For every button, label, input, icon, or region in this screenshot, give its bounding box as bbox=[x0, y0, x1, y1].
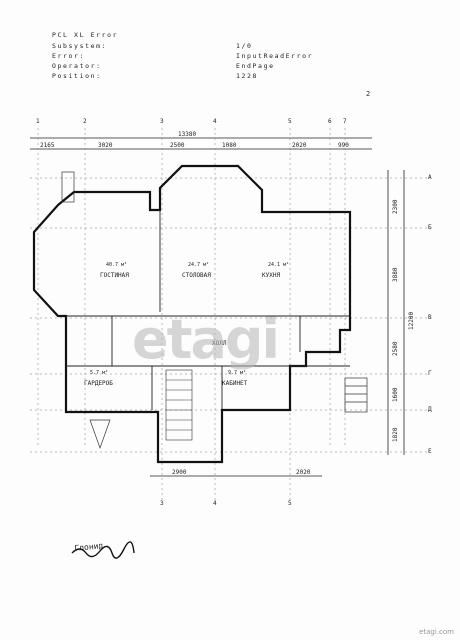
room-area: 40.7 м² bbox=[106, 262, 128, 268]
axis-number-marker: 5 bbox=[288, 118, 292, 125]
error-value-error: InputReadError bbox=[236, 52, 314, 60]
error-label-error: Error: bbox=[52, 52, 86, 60]
right-dimension: 2580 bbox=[392, 341, 399, 356]
top-dimension: 990 bbox=[338, 142, 349, 149]
right-dimension: 1820 bbox=[392, 427, 399, 442]
top-dimension: 2020 bbox=[292, 142, 307, 149]
room-name: ХОЛЛ bbox=[212, 340, 227, 347]
room-name: СТОЛОВАЯ bbox=[182, 272, 211, 279]
room-area: 24.1 м² bbox=[268, 262, 290, 268]
axis-number-marker: 5 bbox=[288, 500, 292, 507]
right-dimension: 1600 bbox=[392, 387, 399, 402]
axis-letter-marker: A bbox=[428, 174, 432, 181]
error-label-subsystem: Subsystem: bbox=[52, 42, 108, 50]
axis-number-marker: 3 bbox=[160, 118, 164, 125]
axis-letter-marker: Г bbox=[428, 370, 432, 377]
bottom-dimension: 2900 bbox=[172, 469, 187, 476]
error-label-operator: Operator: bbox=[52, 62, 102, 70]
axis-letter-marker: В bbox=[428, 314, 432, 321]
axis-letter-marker: Д bbox=[428, 406, 432, 413]
room-name: ГАРДЕРОБ bbox=[84, 380, 113, 387]
top-dimension: 2165 bbox=[40, 142, 55, 149]
room-area: 9.7 м² bbox=[228, 370, 247, 376]
room-name: КАБИНЕТ bbox=[222, 380, 248, 387]
axis-number-marker: 7 bbox=[343, 118, 347, 125]
top-dimension: 3020 bbox=[98, 142, 113, 149]
axis-number-marker: 4 bbox=[213, 500, 217, 507]
error-value-subsystem: 1/0 bbox=[236, 42, 253, 50]
error-title: PCL XL Error bbox=[52, 31, 119, 39]
axis-number-marker: 1 bbox=[36, 118, 40, 125]
bottom-dimension: 2020 bbox=[296, 469, 311, 476]
room-name: ГОСТИНАЯ bbox=[100, 272, 129, 279]
signature-scribble bbox=[71, 541, 135, 559]
etagi-watermark: etagi bbox=[132, 308, 280, 371]
right-dimension: 3880 bbox=[392, 267, 399, 282]
inner-walls bbox=[66, 210, 350, 410]
entrance-porch bbox=[61, 171, 368, 450]
error-value-operator: EndPage bbox=[236, 62, 275, 70]
axis-number-marker: 2 bbox=[83, 118, 87, 125]
top-dimension: 2500 bbox=[170, 142, 185, 149]
axis-letter-marker: Б bbox=[428, 224, 432, 231]
error-value-position: 1228 bbox=[236, 72, 259, 80]
right-dimension: 2300 bbox=[392, 199, 399, 214]
room-name: КУХНЯ bbox=[262, 272, 281, 279]
right-total-dimension: 12200 bbox=[408, 311, 415, 330]
top-dimension: 1080 bbox=[222, 142, 237, 149]
dimension-lines bbox=[30, 137, 405, 477]
room-area: 5.7 м² bbox=[90, 370, 109, 376]
axis-number-marker: 3 bbox=[160, 500, 164, 507]
top-total-dimension: 13380 bbox=[178, 131, 197, 138]
axis-number-marker: 6 bbox=[328, 118, 332, 125]
page-number: 2 bbox=[366, 90, 371, 98]
axis-letter-marker: Е bbox=[428, 448, 432, 455]
stair-flight bbox=[165, 369, 193, 441]
error-label-position: Position: bbox=[52, 72, 102, 80]
room-area: 24.7 м² bbox=[188, 262, 210, 268]
axis-number-marker: 4 bbox=[213, 118, 217, 125]
etagi-logo: etagi.com bbox=[419, 628, 454, 636]
outer-walls bbox=[32, 164, 352, 464]
